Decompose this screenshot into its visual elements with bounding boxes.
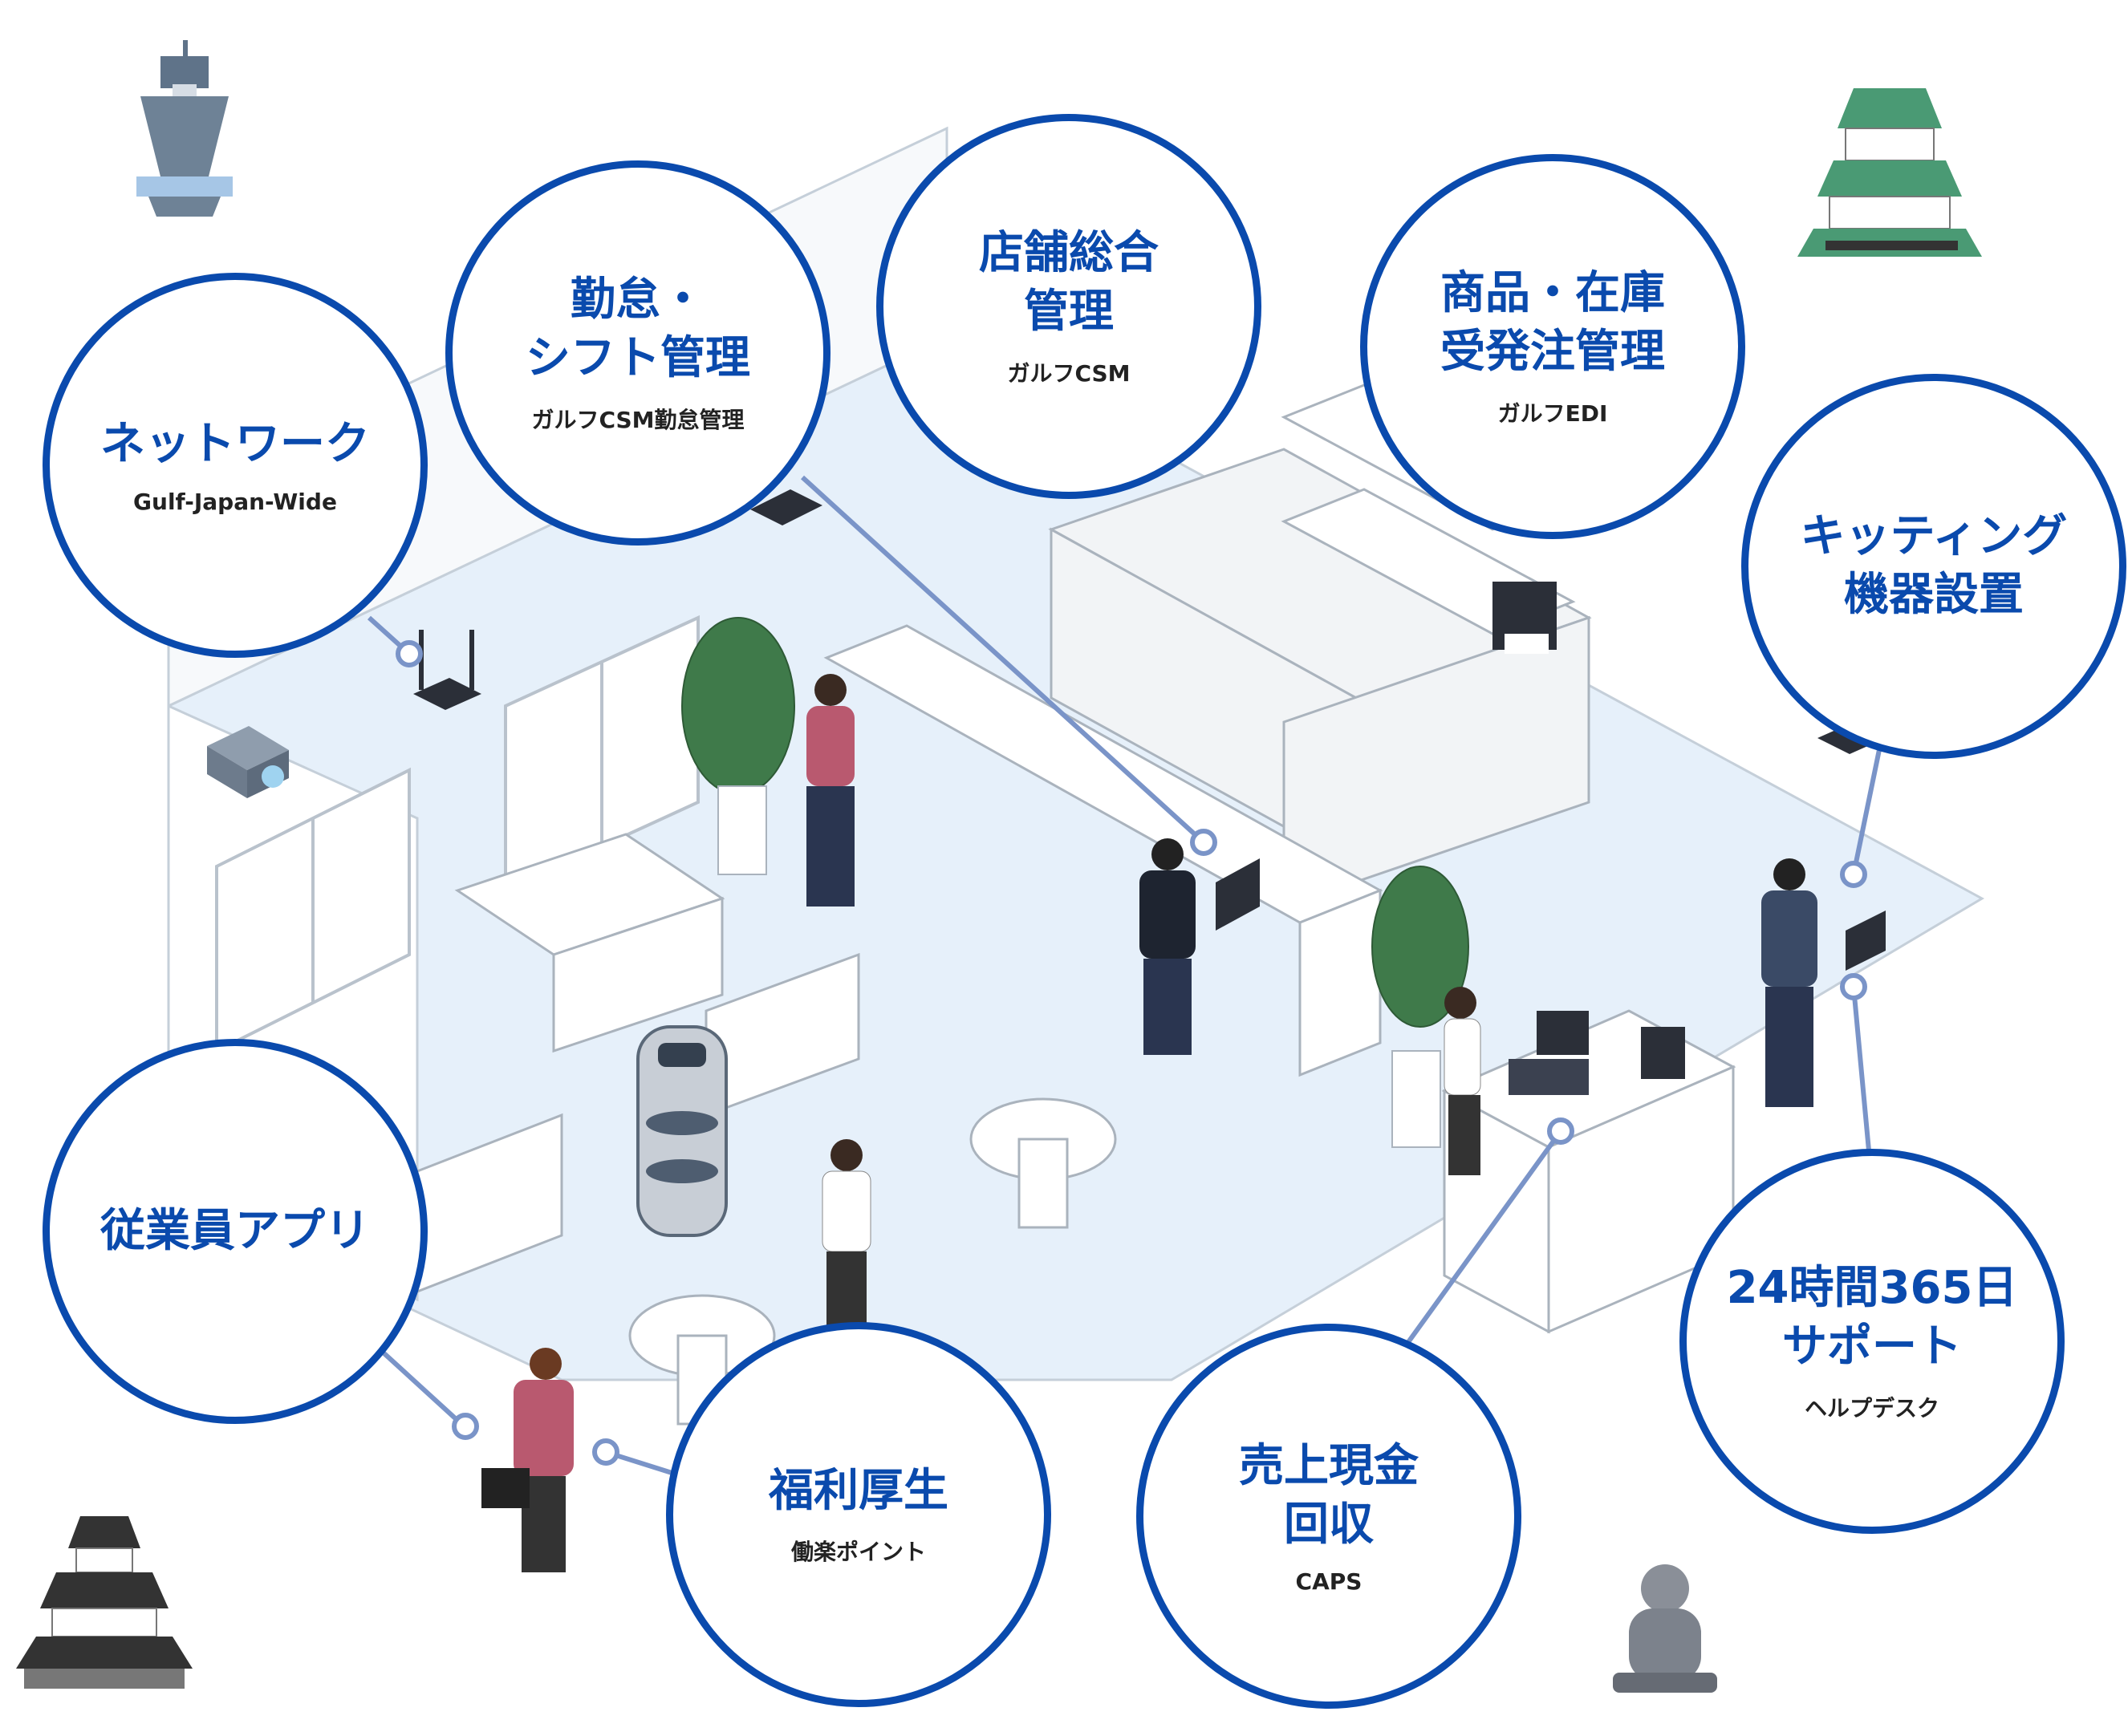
welfare-bubble: 福利厚生 働楽ポイント [666, 1322, 1051, 1707]
bubble-subtitle: Gulf-Japan-Wide [133, 488, 337, 515]
connector-dot [396, 640, 1867, 1466]
projector-icon [207, 726, 289, 798]
laptop-icon [1216, 858, 1886, 971]
bubble-title: ネットワーク [100, 418, 370, 471]
bubble-title: 商品・在庫 受発注管理 [1440, 267, 1665, 378]
person-icon [481, 674, 1817, 1572]
network-bubble: ネットワーク Gulf-Japan-Wide [43, 273, 428, 658]
bubble-title: キッティング 機器設置 [1800, 510, 2068, 621]
bubble-title: 店舗総合 管理 [979, 227, 1159, 338]
bubble-subtitle: ガルフCSM [1007, 359, 1131, 387]
bubble-subtitle: 働楽ポイント [790, 1539, 926, 1566]
bubble-subtitle: ヘルプデスク [1804, 1394, 1939, 1422]
bubble-subtitle: ガルフCSM勤怠管理 [531, 406, 745, 433]
kitting-bubble: キッティング 機器設置 [1741, 374, 2126, 759]
bubble-title: 24時間365日 サポート [1726, 1262, 2018, 1373]
castle-icon [1797, 88, 1982, 257]
dining-counter [823, 624, 1383, 1077]
bubble-title: 福利厚生 [769, 1464, 948, 1517]
tower-icon [136, 40, 233, 217]
bubble-subtitle: ガルフEDI [1497, 400, 1608, 427]
buddha-statue-icon [1613, 1564, 1717, 1693]
inventory-bubble: 商品・在庫 受発注管理 ガルフEDI [1360, 154, 1745, 539]
plant-icon [681, 617, 1469, 1148]
bubble-title: 従業員アプリ [100, 1204, 370, 1257]
kitchen-counter [1048, 448, 1592, 909]
bubble-subtitle: CAPS [1295, 1568, 1362, 1596]
bubble-title: 勤怠・ シフト管理 [526, 274, 750, 384]
booth-seat [416, 833, 860, 1294]
employee-app-bubble: 従業員アプリ [43, 1039, 428, 1424]
support-bubble: 24時間365日 サポート ヘルプデスク [1679, 1149, 2065, 1534]
castle-icon [16, 1516, 193, 1689]
pos-register-icon [1509, 1011, 1685, 1095]
serving-robot-icon [636, 1025, 728, 1237]
bubble-title: 売上現金 回収 [1239, 1439, 1419, 1551]
window [215, 614, 700, 1054]
attendance-bubble: 勤怠・ シフト管理 ガルフCSM勤怠管理 [445, 160, 830, 546]
cash-collection-bubble: 売上現金 回収 CAPS [1136, 1324, 1521, 1709]
store-management-bubble: 店舗総合 管理 ガルフCSM [876, 114, 1261, 499]
printer-icon [1492, 582, 1557, 654]
